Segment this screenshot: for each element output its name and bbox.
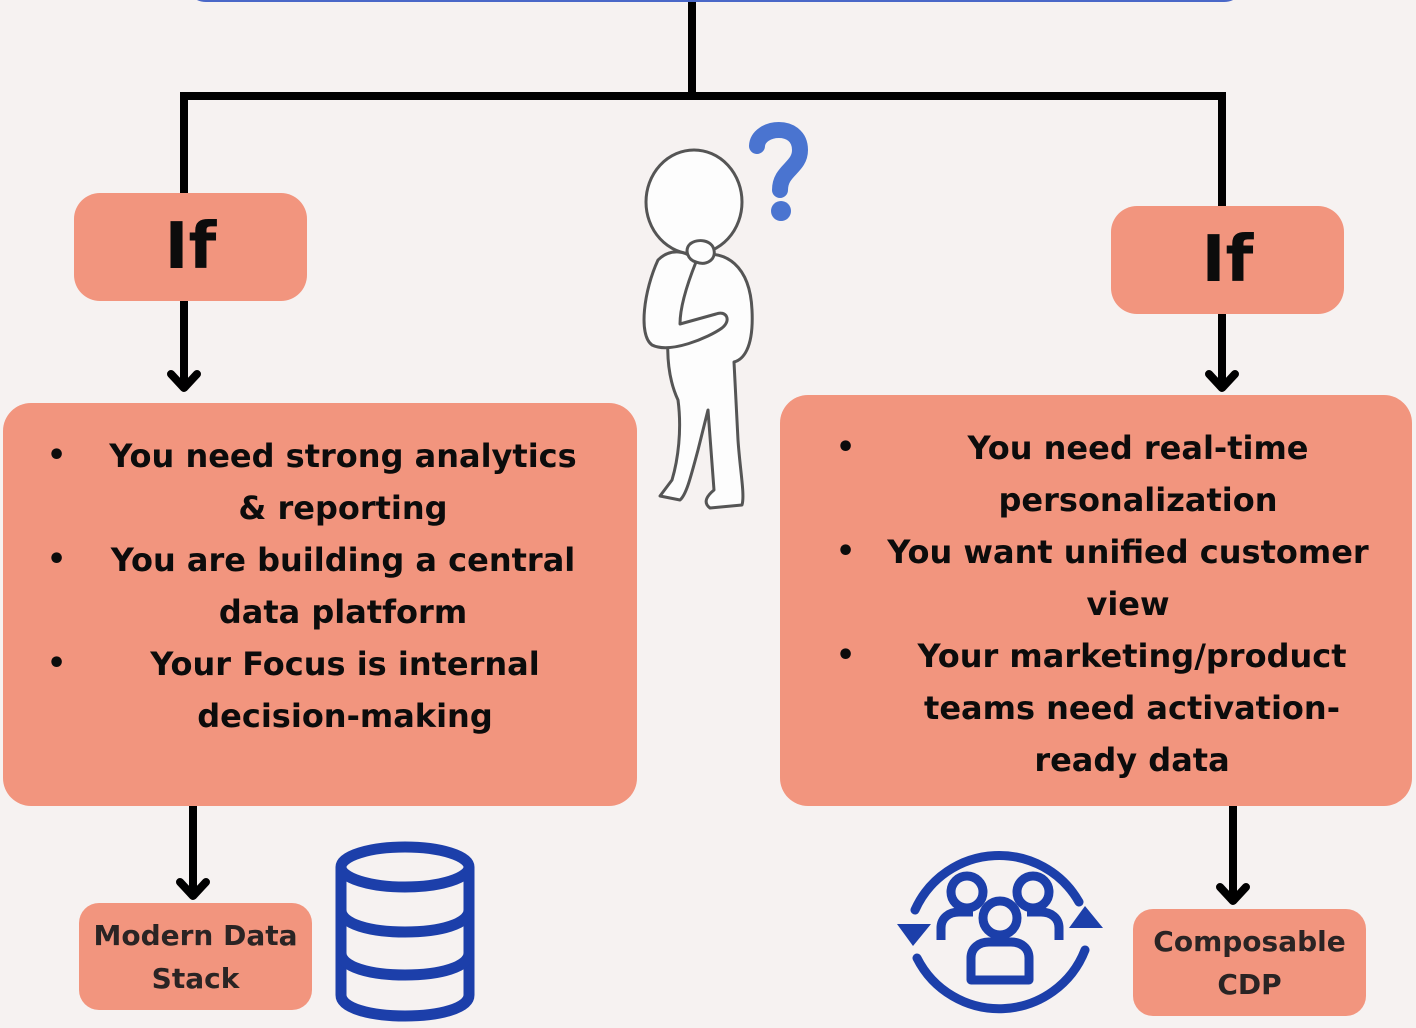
list-item: • You need real-time personalization (836, 429, 1309, 519)
left-criteria-card: • You need strong analytics & reporting … (3, 403, 637, 806)
customer-group-cycle-icon (897, 851, 1103, 1014)
right-result-label: Composable CDP (1153, 924, 1346, 1001)
left-criteria-list: • You need strong analytics & reporting … (43, 430, 587, 742)
list-item: • Your Focus is internal decision-making (47, 645, 540, 735)
right-if-label: If (1201, 223, 1254, 297)
right-criteria-card: • You need real-time personalization • Y… (780, 395, 1412, 806)
root-decision-box (185, 0, 1245, 2)
list-item: • Your marketing/product teams need acti… (836, 637, 1347, 779)
right-if-box: If (1111, 206, 1344, 314)
database-icon (335, 841, 475, 1022)
right-result-box: Composable CDP (1133, 909, 1366, 1016)
left-result-label: Modern Data Stack (93, 918, 298, 995)
right-criteria-list: • You need real-time personalization • Y… (832, 422, 1384, 786)
left-if-box: If (74, 193, 307, 301)
list-item: • You want unified customer view (836, 533, 1369, 623)
list-item: • You need strong analytics & reporting (47, 437, 577, 527)
left-if-label: If (164, 210, 217, 284)
thinking-person-question-mark-icon (642, 122, 809, 510)
list-item: • You are building a central data platfo… (47, 541, 576, 631)
left-result-box: Modern Data Stack (79, 903, 312, 1010)
question-mark-icon (749, 122, 809, 221)
